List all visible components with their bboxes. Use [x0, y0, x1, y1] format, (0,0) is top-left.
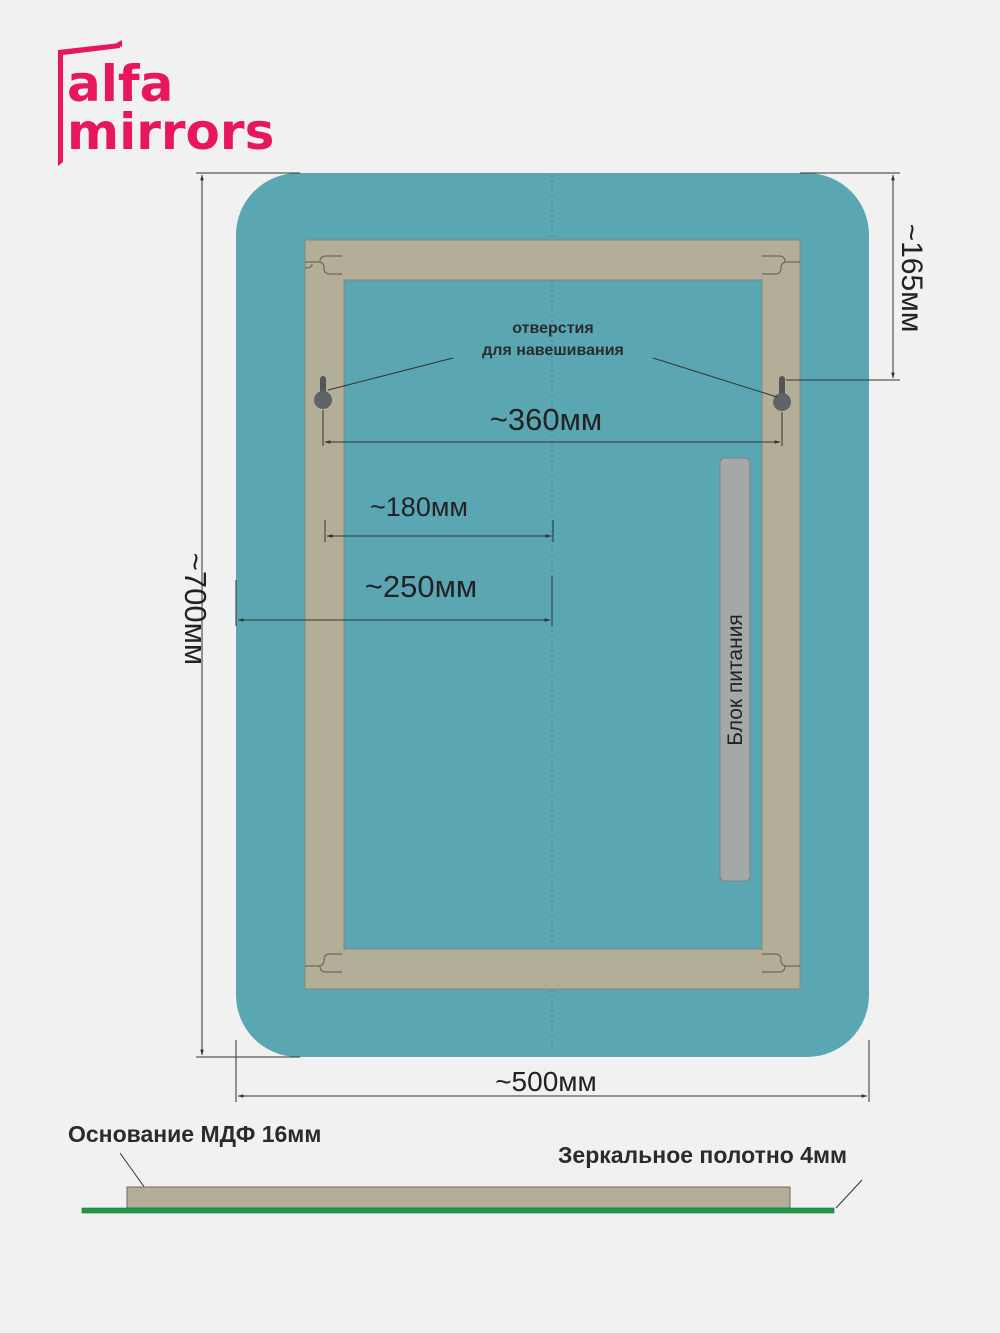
frame-joints	[304, 255, 800, 973]
holes-leader-right	[652, 357, 778, 398]
mdf-base-profile	[126, 1186, 791, 1209]
holes-leader-left	[327, 357, 454, 391]
mirror-sheet-label: Зеркальное полотно 4мм	[558, 1142, 847, 1168]
brand-logo: alfa mirrors	[58, 40, 274, 166]
power-block	[719, 457, 751, 882]
power-block-label: Блок питания	[724, 614, 747, 746]
dimension-250-label: ~250мм	[365, 569, 477, 604]
dimension-180-label: ~180мм	[370, 492, 468, 522]
dimension-360-label: ~360мм	[490, 402, 602, 437]
mirror-leader	[835, 1179, 863, 1209]
dimension-165-label: ~165мм	[895, 224, 928, 333]
mdf-base-label: Основание МДФ 16мм	[68, 1121, 321, 1147]
cross-section: Основание МДФ 16мм Зеркальное полотно 4м…	[68, 1121, 863, 1214]
logo-line-2: mirrors	[67, 103, 274, 161]
dimension-250: ~250мм	[235, 569, 553, 626]
mdf-leader	[119, 1152, 146, 1189]
hanging-hole-left-icon	[314, 376, 332, 409]
mirror-sheet-profile	[81, 1207, 835, 1214]
dimension-165: ~165мм	[786, 172, 928, 381]
holes-label-line-2: для навешивания	[482, 342, 624, 359]
dimension-700: ~700мм	[178, 172, 300, 1058]
dimension-700-label: ~700мм	[178, 553, 213, 665]
frame-inner-patch	[306, 241, 799, 988]
dimension-500: ~500мм	[235, 1040, 870, 1102]
hanging-hole-right-icon	[773, 376, 791, 411]
dimension-180: ~180мм	[324, 492, 554, 542]
dimension-500-label: ~500мм	[495, 1066, 597, 1097]
holes-label-line-1: отверстия	[512, 320, 593, 337]
logo-line-1: alfa	[67, 55, 173, 113]
dimension-360: ~360мм	[322, 402, 783, 446]
